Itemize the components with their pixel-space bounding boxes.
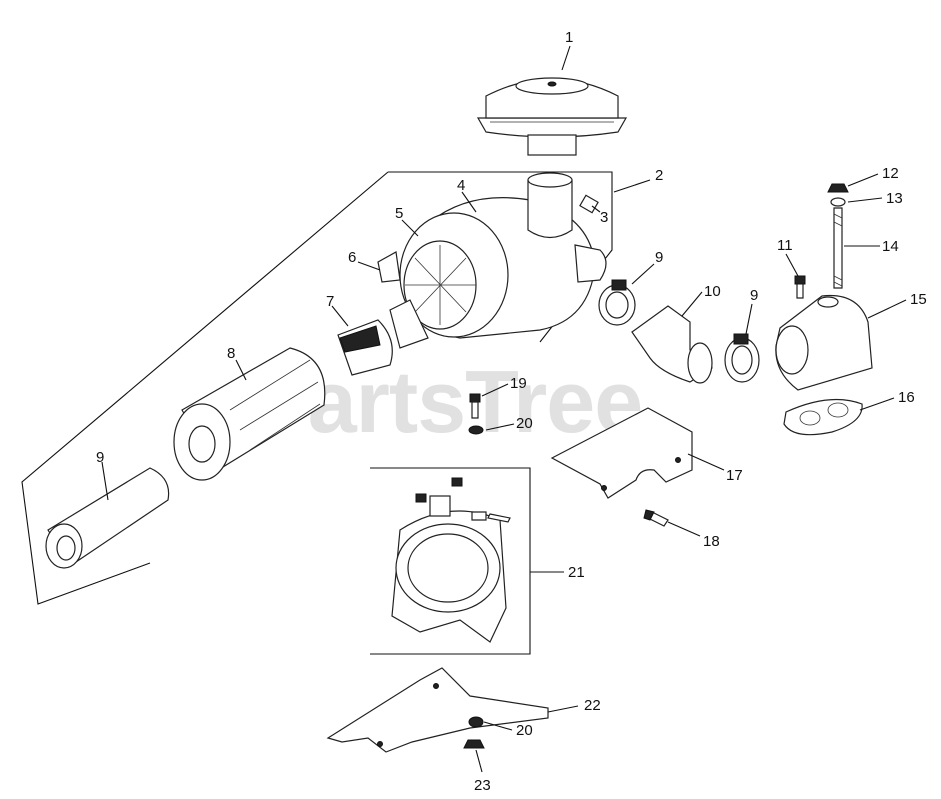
bracket-17[interactable]: [550, 407, 693, 499]
stud-14[interactable]: [833, 207, 843, 289]
washer-20a[interactable]: [468, 425, 484, 435]
gasket-16[interactable]: [783, 398, 863, 436]
callout-10: 10: [704, 283, 721, 300]
callout-4: 4: [457, 177, 465, 194]
callout-7: 7: [326, 293, 334, 310]
hose-clamp-9a[interactable]: [598, 279, 636, 326]
callout-9-inner-filter: 9: [96, 449, 104, 466]
filter-element-8[interactable]: [173, 347, 326, 481]
air-cleaner-cover[interactable]: [476, 77, 628, 156]
callout-12: 12: [882, 165, 899, 182]
screw-18[interactable]: [643, 509, 669, 527]
callout-20-lower: 20: [516, 722, 533, 739]
callout-2: 2: [655, 167, 663, 184]
callout-9-clamp-b: 9: [750, 287, 758, 304]
leader-lines: [101, 45, 907, 773]
bolt-19[interactable]: [469, 393, 481, 419]
clip-6[interactable]: [377, 251, 401, 283]
nut-23[interactable]: [463, 739, 485, 749]
callout-6: 6: [348, 249, 356, 266]
washer-20b[interactable]: [468, 716, 484, 728]
precleaner-7[interactable]: [337, 319, 393, 376]
callout-labels: 1 2 3 4 5 6 7 8 9 9 9 10 11 12 13 14 15 …: [96, 29, 927, 794]
callout-13: 13: [886, 190, 903, 207]
callout-16: 16: [898, 389, 915, 406]
clamp-bracket-21[interactable]: [391, 477, 511, 643]
air-cleaner-housing[interactable]: [389, 172, 607, 349]
clamp-bracket-box-21: [370, 467, 531, 655]
lower-bracket-22[interactable]: [326, 667, 549, 753]
callout-5: 5: [395, 205, 403, 222]
callout-23: 23: [474, 777, 491, 794]
callout-19: 19: [510, 375, 527, 392]
inner-filter-9[interactable]: [45, 467, 170, 569]
callout-8: 8: [227, 345, 235, 362]
callout-17: 17: [726, 467, 743, 484]
hose-clamp-9b[interactable]: [724, 333, 760, 383]
callout-20-upper: 20: [516, 415, 533, 432]
callout-3: 3: [600, 209, 608, 226]
callout-11: 11: [777, 237, 793, 254]
callout-22: 22: [584, 697, 601, 714]
callout-1: 1: [565, 29, 573, 46]
washer-13[interactable]: [830, 197, 846, 207]
callout-14: 14: [882, 238, 899, 255]
screw-11[interactable]: [794, 275, 806, 299]
callout-9-clamp-a: 9: [655, 249, 663, 266]
fitting-3[interactable]: [579, 194, 599, 214]
intake-elbow-15[interactable]: [775, 294, 873, 391]
nut-12[interactable]: [827, 183, 849, 193]
callout-18: 18: [703, 533, 720, 550]
callout-15: 15: [910, 291, 927, 308]
elbow-hose-10[interactable]: [631, 305, 713, 384]
callout-21: 21: [568, 564, 585, 581]
